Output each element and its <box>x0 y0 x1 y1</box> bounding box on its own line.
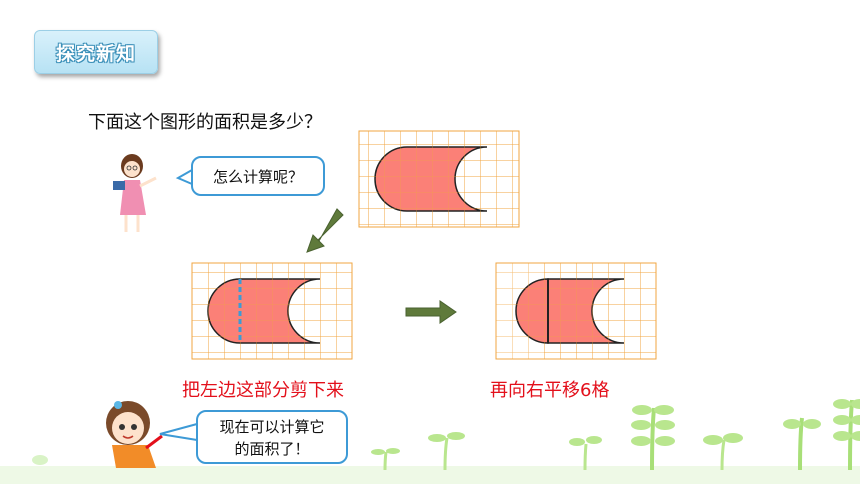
caption-cut: 把左边这部分剪下来 <box>182 380 344 401</box>
girl-speech-line2: 的面积了！ <box>234 440 310 458</box>
right-arrow-icon <box>405 300 457 324</box>
section-badge-label: 探究新知 <box>55 42 136 65</box>
girl-speech-line1: 现在可以计算它 <box>219 418 325 436</box>
teacher-illustration <box>113 154 157 232</box>
girl-illustration <box>106 401 163 468</box>
bubble-tail <box>175 169 193 185</box>
teacher-speech-text: 怎么计算呢？ <box>212 167 303 186</box>
cut-figure <box>191 262 353 360</box>
bubble-tail <box>159 423 198 441</box>
girl-speech-bubble: 现在可以计算它 的面积了！ <box>196 410 348 464</box>
caption-move: 再向右平移6格 <box>490 380 610 401</box>
down-left-arrow-icon <box>306 208 344 253</box>
question-text: 下面这个图形的面积是多少？ <box>88 112 322 133</box>
moved-figure <box>495 262 657 360</box>
original-figure <box>358 130 520 228</box>
teacher-speech-bubble: 怎么计算呢？ <box>191 156 325 196</box>
section-badge: 探究新知 <box>34 30 158 74</box>
grass-decoration <box>0 399 860 484</box>
